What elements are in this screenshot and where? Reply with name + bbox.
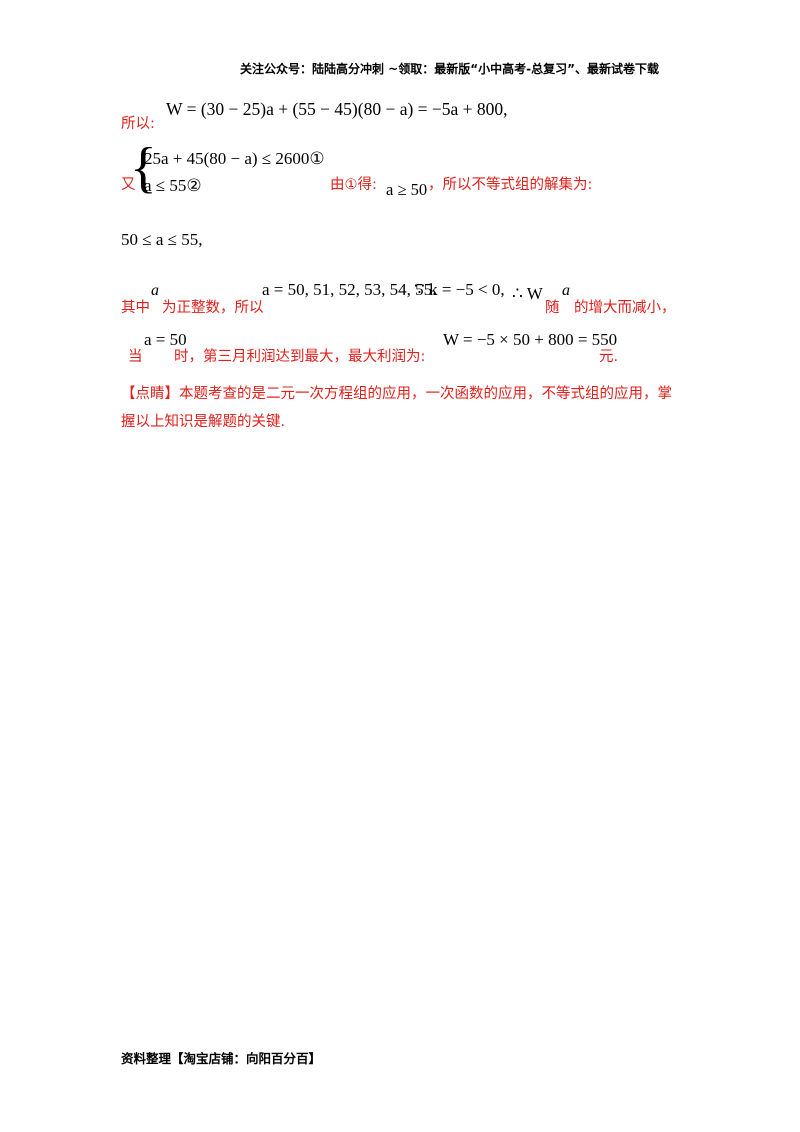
var-a: a	[151, 282, 159, 299]
system-tail: ，所以不等式组的解集为:	[428, 177, 593, 193]
so-label: 所以:	[121, 116, 155, 132]
system-brace: {	[130, 137, 157, 199]
result-a-ge-50: a ≥ 50	[386, 180, 428, 199]
inequality-2: a ≤ 55②	[144, 176, 202, 195]
line5-prefix: 当	[128, 349, 143, 365]
line4-mid: 为正整数，所以	[162, 300, 264, 316]
page-header: 关注公众号：陆陆高分冲刺 ~领取：最新版“小中高考-总复习”、最新试卷下载	[240, 62, 659, 76]
slope-condition: ∵ k = −5 < 0,	[414, 280, 505, 299]
therefore-w: ∴ W	[512, 284, 543, 303]
sui-text: 随	[545, 300, 560, 316]
var-a-2: a	[562, 282, 570, 299]
solution-set: 50 ≤ a ≤ 55,	[121, 230, 203, 249]
max-profit-formula: W = −5 × 50 + 800 = 550	[443, 330, 618, 349]
inequality-1: 25a + 45(80 − a) ≤ 2600①	[144, 149, 325, 168]
unit-yuan: 元.	[599, 349, 619, 365]
condition-a-50: a = 50	[144, 330, 187, 349]
integer-values: a = 50, 51, 52, 53, 54, 55.	[262, 280, 437, 299]
line5-mid: 时，第三月利润达到最大，最大利润为:	[174, 349, 426, 365]
line4-prefix: 其中	[121, 300, 150, 316]
profit-formula: W = (30 − 25)a + (55 − 45)(80 − a) = −5a…	[166, 99, 508, 119]
you-label: 又	[121, 177, 136, 193]
from-text: 由①得:	[330, 177, 377, 193]
comment-paragraph: 【点睛】本题考查的是二元一次方程组的应用，一次函数的应用，不等式组的应用，掌握以…	[121, 386, 672, 430]
line4-tail: 的增大而减小，	[574, 300, 676, 316]
page-footer: 资料整理【淘宝店铺：向阳百分百】	[121, 1051, 322, 1066]
